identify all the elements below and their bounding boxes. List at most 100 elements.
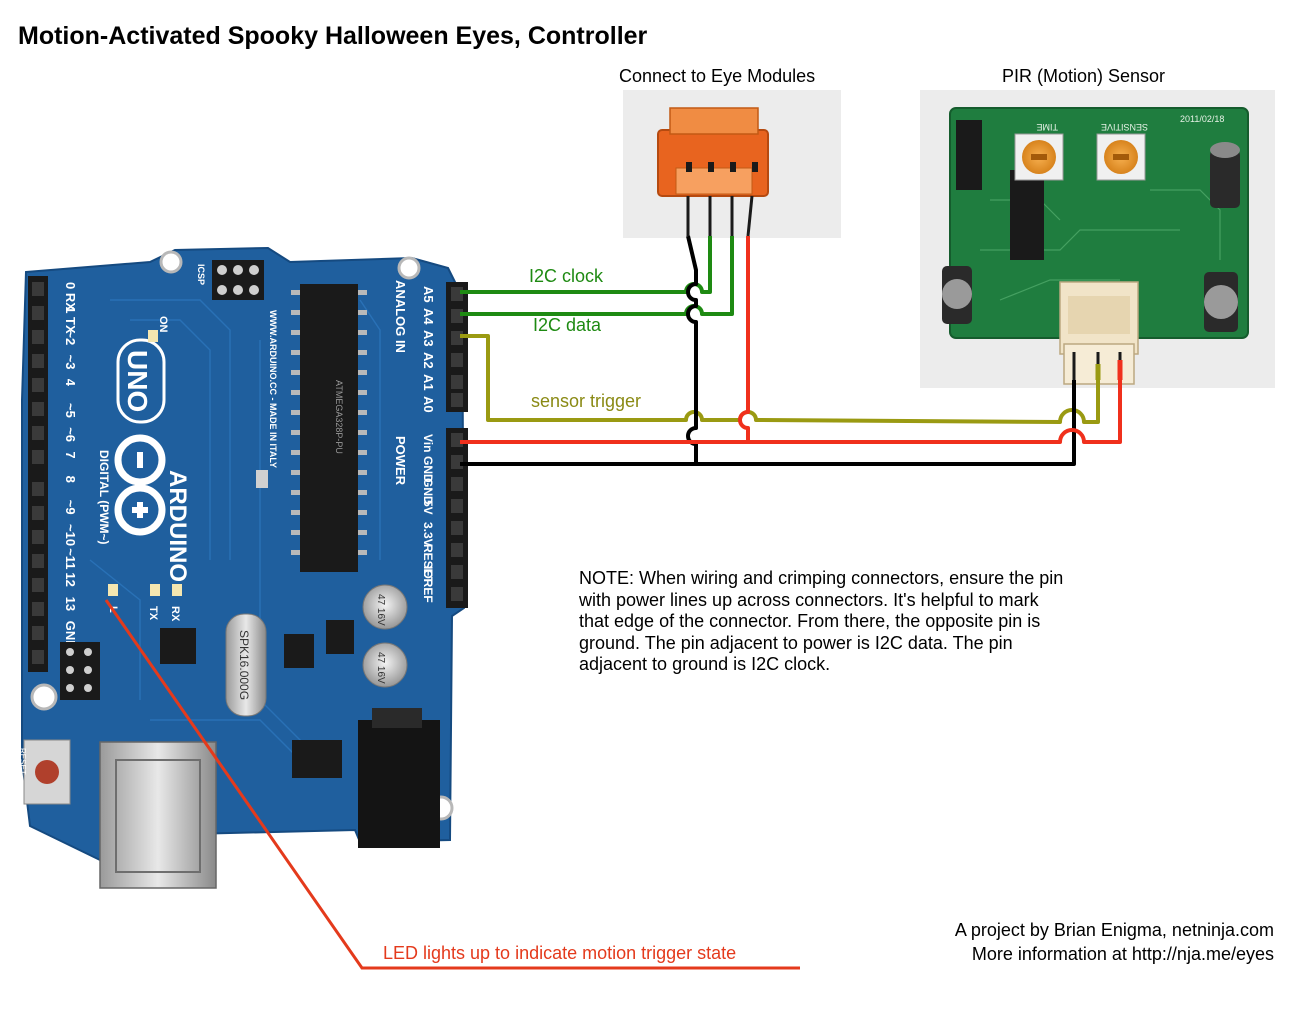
i2c-clock-label: I2C clock: [529, 266, 604, 286]
pir-capacitor-left: [942, 266, 972, 324]
time-potentiometer: [1014, 133, 1064, 181]
regulator-2: [326, 620, 354, 654]
power-header-label: POWER: [393, 436, 408, 486]
analog-pin-label: A0: [421, 396, 436, 413]
icsp-label: ICSP: [196, 264, 206, 285]
led-l: [108, 584, 118, 596]
power-pin-label: GND: [421, 456, 435, 483]
digital-pin-label: 0 RX: [63, 282, 78, 311]
arduino-logo: [114, 434, 166, 536]
note-line: that edge of the connector. From there, …: [579, 611, 1041, 631]
power-pin-label: 3.3V: [421, 522, 435, 547]
analog-header: [446, 282, 468, 412]
digital-pin-label: 4: [63, 379, 78, 387]
digital-pin-label: 7: [63, 451, 78, 458]
pir-sensor-photo: TIME SENSITIVE 2011/02/18: [920, 90, 1275, 388]
brand-label: ARDUINO: [164, 470, 191, 582]
regulator-chip: [284, 634, 314, 668]
eye-modules-label: Connect to Eye Modules: [619, 66, 816, 86]
led-label: ON: [157, 316, 169, 333]
led-callout-line: [104, 599, 800, 970]
credits: A project by Brian Enigma, netninja.com …: [955, 918, 1274, 966]
led-label: RX: [169, 606, 181, 622]
power-pin-label: 5V: [421, 500, 435, 515]
digital-pin-label: ~2: [63, 330, 78, 345]
power-header: [446, 428, 468, 608]
icsp2-header: [60, 642, 100, 700]
wire-ground-up: [686, 235, 698, 464]
made-in-italy-label: WWW.ARDUINO.CC - MADE IN ITALY: [268, 310, 278, 468]
wiring-note: NOTE: When wiring and crimping connector…: [579, 568, 1179, 676]
wire-power-up: [738, 236, 750, 442]
pir-sensor-label: PIR (Motion) Sensor: [1002, 66, 1166, 86]
led-rx: [172, 584, 182, 596]
crystal-label: SPK16.000G: [237, 630, 251, 700]
arduino-uno-board: 0 RX1 TX~2~34~5~678~9~10~111213GNDAREF D…: [18, 246, 468, 889]
wire-ground: [460, 380, 1076, 466]
note-line: with power lines up across connectors. I…: [579, 589, 1039, 610]
usb-b-connector: [99, 741, 217, 889]
note-line: ground. The pin adjacent to power is I2C…: [579, 632, 1013, 653]
reset-button: RESET: [18, 739, 71, 805]
power-pin-label: GND: [421, 478, 435, 505]
led-indicator-label: LED lights up to indicate motion trigger…: [383, 943, 737, 963]
digital-pin-label: 12: [63, 572, 78, 586]
pir-capacitor-top: [1210, 142, 1240, 208]
sot-part: [292, 740, 342, 778]
analog-pin-label: A3: [421, 330, 436, 347]
pir-capacitor-right: [1204, 272, 1238, 332]
sensitivity-potentiometer: [1096, 133, 1146, 181]
reset-label: RESET: [18, 748, 27, 775]
digital-pin-labels: 0 RX1 TX~2~34~5~678~9~10~111213GNDAREF: [63, 282, 78, 680]
sensor-trigger-label: sensor trigger: [531, 391, 642, 411]
power-pin-label: IOREF: [421, 566, 435, 603]
analog-pin-label: A1: [421, 374, 436, 391]
digital-pin-label: ~5: [63, 403, 78, 418]
pcb-date-label: 2011/02/18: [1180, 114, 1224, 124]
analog-pin-label: A2: [421, 352, 436, 369]
atmega-chip: [300, 284, 358, 572]
cap-label-1: 47 16V: [375, 594, 386, 626]
pot-label-sensitive: SENSITIVE: [1101, 122, 1148, 132]
power-pin-label: Vin: [421, 434, 435, 452]
digital-pin-label: 13: [63, 597, 78, 611]
analog-header-label: ANALOG IN: [393, 280, 408, 353]
credit-link[interactable]: More information at http://nja.me/eyes: [971, 944, 1274, 964]
digital-pin-label: ~6: [63, 427, 78, 442]
digital-pin-label: ~11: [63, 548, 78, 569]
dc-power-jack: [358, 708, 440, 848]
digital-pin-label: ~9: [63, 500, 78, 515]
note-line: NOTE: When wiring and crimping connector…: [579, 568, 1064, 588]
led-on: [148, 330, 158, 342]
wire-sensor-trigger: [460, 334, 1100, 424]
digital-pin-label: 1 TX: [63, 306, 78, 334]
uno-outline: [116, 338, 166, 424]
usb-chip: [160, 628, 196, 664]
power-pin-label: RESET: [421, 544, 435, 585]
crystal: SPK16.000G: [225, 613, 267, 717]
digital-pin-label: ~10: [63, 524, 78, 546]
model-label: UNO: [122, 350, 153, 412]
note-line: adjacent to ground is I2C clock.: [579, 654, 831, 674]
capacitor-1: 47 16V: [362, 584, 408, 630]
analog-pin-label: A4: [421, 308, 436, 325]
cap-label-2: 47 16V: [375, 652, 386, 684]
digital-header-label: DIGITAL (PWM~): [97, 450, 111, 545]
led-label: TX: [147, 606, 159, 621]
credit-author: A project by Brian Enigma, netninja.com: [954, 920, 1274, 940]
wires: [460, 195, 1123, 466]
i2c-data-label: I2C data: [533, 315, 602, 335]
wire-power: [460, 380, 1122, 444]
digital-header: [28, 276, 48, 672]
led-tx: [150, 584, 160, 596]
digital-pin-label: ~3: [63, 355, 78, 370]
pot-label-time: TIME: [1037, 122, 1059, 132]
page-title: Motion-Activated Spooky Halloween Eyes, …: [18, 22, 648, 50]
chip-label: ATMEGA328P-PU: [334, 380, 344, 454]
digital-pin-label: 8: [63, 476, 78, 483]
capacitor-2: 47 16V: [362, 642, 408, 688]
analog-pin-label: A5: [421, 286, 436, 303]
